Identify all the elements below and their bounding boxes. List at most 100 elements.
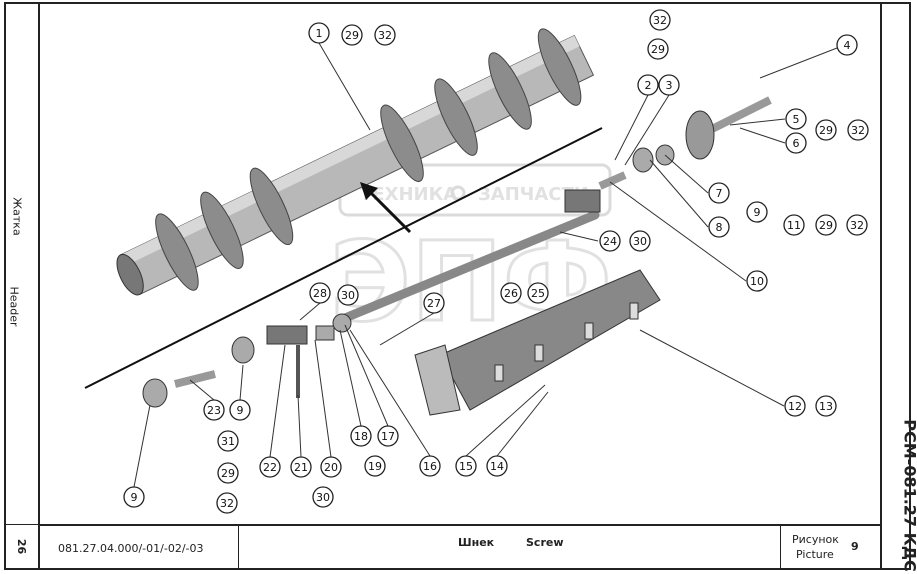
svg-text:29: 29: [345, 29, 359, 42]
bearing-parts: [142, 313, 352, 408]
svg-text:32: 32: [378, 29, 392, 42]
svg-text:ТЕХНИКА: ТЕХНИКА: [360, 184, 457, 205]
callout-30: 30: [312, 486, 334, 508]
callout-7: 7: [708, 182, 730, 204]
svg-text:29: 29: [221, 467, 235, 480]
svg-text:30: 30: [633, 235, 647, 248]
divider: [38, 2, 40, 570]
svg-text:9: 9: [237, 404, 244, 417]
figure-label-en: Picture: [796, 548, 834, 561]
svg-text:32: 32: [653, 14, 667, 27]
leader-line: [379, 312, 435, 346]
leader-line: [609, 181, 747, 282]
callout-4: 4: [836, 34, 858, 56]
callout-32: 32: [649, 9, 671, 31]
leader-line: [318, 42, 371, 131]
svg-text:2: 2: [645, 79, 652, 92]
svg-text:15: 15: [459, 460, 473, 473]
callout-17: 17: [377, 425, 399, 447]
separator-line: [84, 127, 603, 389]
svg-text:32: 32: [220, 497, 234, 510]
svg-text:22: 22: [263, 461, 277, 474]
figure-label-ru: Рисунок: [792, 533, 839, 546]
leader-line: [239, 364, 244, 401]
svg-text:8: 8: [716, 221, 723, 234]
svg-text:3: 3: [666, 79, 673, 92]
callout-24: 24: [599, 230, 621, 252]
callout-29: 29: [815, 119, 837, 141]
callout-1: 1: [308, 22, 330, 44]
leader-line: [344, 324, 389, 427]
callout-32: 32: [374, 24, 396, 46]
callout-29: 29: [341, 24, 363, 46]
callout-9: 9: [746, 201, 768, 223]
callout-19: 19: [364, 455, 386, 477]
callout-30: 30: [337, 284, 359, 306]
callout-2: 2: [637, 74, 659, 96]
callout-16: 16: [419, 455, 441, 477]
callout-23: 23: [203, 399, 225, 421]
leader-line: [465, 384, 546, 457]
svg-text:1: 1: [316, 27, 323, 40]
divider: [780, 524, 781, 570]
callout-9: 9: [229, 399, 251, 421]
svg-text:29: 29: [819, 219, 833, 232]
figure-number: 9: [851, 540, 859, 553]
svg-text:32: 32: [851, 124, 865, 137]
leader-line: [349, 329, 431, 457]
svg-text:31: 31: [221, 435, 235, 448]
callout-31: 31: [217, 430, 239, 452]
leader-line: [664, 154, 709, 194]
divider: [880, 2, 882, 570]
svg-text:5: 5: [793, 113, 800, 126]
svg-text:6: 6: [793, 137, 800, 150]
flange-shaft: [564, 96, 772, 213]
svg-text:20: 20: [324, 461, 338, 474]
leader-line: [339, 329, 362, 427]
callout-32: 32: [846, 214, 868, 236]
part-number: 081.27.04.000/-01/-02/-03: [58, 542, 204, 555]
callout-3: 3: [658, 74, 680, 96]
callout-10: 10: [746, 270, 768, 292]
callout-5: 5: [785, 108, 807, 130]
arrow: [366, 188, 412, 234]
leader-line: [299, 302, 321, 321]
svg-text:12: 12: [788, 400, 802, 413]
callout-27: 27: [423, 292, 445, 314]
leader-line: [297, 394, 302, 458]
callout-30: 30: [629, 230, 651, 252]
callout-21: 21: [290, 456, 312, 478]
callout-22: 22: [259, 456, 281, 478]
leader-line: [614, 94, 649, 161]
shaft: [340, 210, 600, 323]
divider: [4, 524, 38, 525]
callout-13: 13: [815, 395, 837, 417]
svg-text:10: 10: [750, 275, 764, 288]
svg-text:21: 21: [294, 461, 308, 474]
svg-text:24: 24: [603, 235, 617, 248]
svg-text:14: 14: [490, 460, 504, 473]
callout-32: 32: [216, 492, 238, 514]
svg-text:26: 26: [504, 287, 518, 300]
callout-15: 15: [455, 455, 477, 477]
callout-8: 8: [708, 216, 730, 238]
svg-text:19: 19: [368, 460, 382, 473]
svg-text:30: 30: [316, 491, 330, 504]
svg-text:28: 28: [313, 287, 327, 300]
svg-text:13: 13: [819, 400, 833, 413]
divider: [238, 524, 239, 570]
auger-screw: [116, 28, 595, 296]
callout-29: 29: [217, 462, 239, 484]
leader-lines: [133, 42, 838, 488]
callout-14: 14: [486, 455, 508, 477]
leader-line: [133, 404, 151, 488]
drawing-frame: [4, 2, 911, 570]
leader-line: [639, 329, 785, 407]
leader-line: [739, 127, 786, 144]
callout-12: 12: [784, 395, 806, 417]
svg-text:29: 29: [819, 124, 833, 137]
cover-plate: [414, 269, 661, 416]
callout-28: 28: [309, 282, 331, 304]
leader-line: [759, 47, 838, 79]
